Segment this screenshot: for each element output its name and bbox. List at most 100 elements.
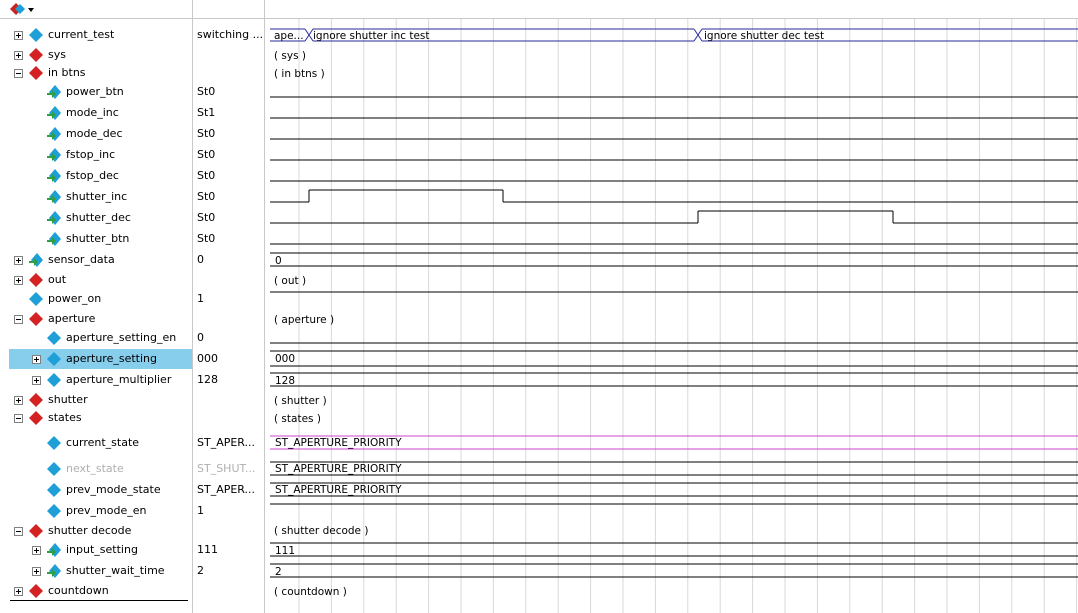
signal-value: 1 bbox=[197, 504, 204, 517]
signal-row-shutter_wait_time[interactable]: shutter_wait_time 2 bbox=[0, 561, 264, 581]
signal-icon bbox=[28, 291, 44, 307]
signal-row-mode_inc[interactable]: mode_inc St1 bbox=[0, 103, 264, 123]
signal-value: ST_SHUT... bbox=[197, 462, 256, 475]
signal-value: 000 bbox=[197, 352, 218, 365]
wave-label: ( sys ) bbox=[274, 50, 306, 62]
wave-label: 000 bbox=[275, 353, 295, 365]
signal-name: countdown bbox=[48, 584, 109, 597]
collapse-icon[interactable] bbox=[14, 414, 23, 423]
signal-value: St1 bbox=[197, 106, 216, 119]
module-icon bbox=[28, 65, 44, 81]
input-signal-icon bbox=[28, 252, 44, 268]
collapse-icon[interactable] bbox=[14, 527, 23, 536]
signal-name: power_on bbox=[48, 292, 102, 305]
signal-name: shutter_dec bbox=[66, 211, 131, 224]
module-icon bbox=[28, 583, 44, 599]
name-value-divider[interactable] bbox=[192, 0, 193, 613]
signal-name: aperture_multiplier bbox=[66, 373, 172, 386]
wave-label: ( shutter decode ) bbox=[274, 525, 368, 537]
module-icon bbox=[28, 410, 44, 426]
expand-icon[interactable] bbox=[14, 276, 23, 285]
signal-row-sys[interactable]: sys bbox=[0, 45, 264, 65]
collapse-icon[interactable] bbox=[14, 315, 23, 324]
collapse-icon[interactable] bbox=[14, 69, 23, 78]
expand-icon[interactable] bbox=[14, 256, 23, 265]
expand-icon[interactable] bbox=[14, 396, 23, 405]
signal-row-shutter_dec[interactable]: shutter_dec St0 bbox=[0, 208, 264, 228]
signal-value: St0 bbox=[197, 211, 216, 224]
signal-row-in-btns[interactable]: in btns bbox=[0, 63, 264, 83]
wave-label: ( countdown ) bbox=[274, 586, 347, 598]
signal-name: prev_mode_state bbox=[66, 483, 161, 496]
signal-row-input_setting[interactable]: input_setting 111 bbox=[0, 540, 264, 560]
signal-icon bbox=[46, 435, 62, 451]
module-icon bbox=[28, 47, 44, 63]
signal-menu-icon[interactable] bbox=[8, 2, 36, 16]
signal-name: prev_mode_en bbox=[66, 504, 147, 517]
signal-row-states[interactable]: states bbox=[0, 408, 264, 428]
signal-row-shutter_btn[interactable]: shutter_btn St0 bbox=[0, 229, 264, 249]
signal-name: mode_inc bbox=[66, 106, 119, 119]
wave-label: ( out ) bbox=[274, 275, 306, 287]
signal-value: St0 bbox=[197, 232, 216, 245]
wave-label: ( states ) bbox=[274, 413, 321, 425]
signal-row-fstop_inc[interactable]: fstop_inc St0 bbox=[0, 145, 264, 165]
signal-row-prev_mode_en[interactable]: prev_mode_en 1 bbox=[0, 501, 264, 521]
signal-name: shutter_btn bbox=[66, 232, 130, 245]
signal-name: fstop_inc bbox=[66, 148, 116, 161]
bus-trans bbox=[304, 28, 310, 36]
bus-trans bbox=[697, 34, 703, 42]
signal-icon bbox=[46, 482, 62, 498]
expand-icon[interactable] bbox=[32, 546, 41, 555]
signal-value: 0 bbox=[197, 253, 204, 266]
signal-name: shutter decode bbox=[48, 524, 132, 537]
bus-trans bbox=[308, 28, 314, 36]
signal-row-shutter[interactable]: shutter bbox=[0, 390, 264, 410]
signal-row-out[interactable]: out bbox=[0, 270, 264, 290]
signal-row-shutter-decode[interactable]: shutter decode bbox=[0, 521, 264, 541]
signal-icon bbox=[46, 503, 62, 519]
wave-label: ape... bbox=[274, 30, 304, 42]
expand-icon[interactable] bbox=[32, 355, 41, 364]
wave-label: ST_APERTURE_PRIORITY bbox=[275, 463, 402, 475]
signal-value: 111 bbox=[197, 543, 218, 556]
expand-icon[interactable] bbox=[14, 31, 23, 40]
expand-icon[interactable] bbox=[14, 51, 23, 60]
input-signal-icon bbox=[46, 105, 62, 121]
value-wave-divider[interactable] bbox=[264, 0, 265, 613]
bus-trans bbox=[693, 28, 699, 36]
module-icon bbox=[28, 311, 44, 327]
wave-label: ( shutter ) bbox=[274, 395, 327, 407]
input-signal-icon bbox=[46, 189, 62, 205]
bus-trans bbox=[697, 28, 703, 36]
toolbar bbox=[0, 0, 1078, 19]
input-signal-icon bbox=[46, 126, 62, 142]
signal-value: 2 bbox=[197, 564, 204, 577]
expand-icon[interactable] bbox=[14, 587, 23, 596]
wave-label: ignore shutter inc test bbox=[313, 30, 430, 42]
expand-icon[interactable] bbox=[32, 376, 41, 385]
expand-icon[interactable] bbox=[32, 567, 41, 576]
signal-name: shutter_wait_time bbox=[66, 564, 165, 577]
signal-value: St0 bbox=[197, 148, 216, 161]
signal-row-aperture[interactable]: aperture bbox=[0, 309, 264, 329]
signal-row-countdown[interactable]: countdown bbox=[0, 581, 264, 601]
signal-name: sensor_data bbox=[48, 253, 115, 266]
bus-trans bbox=[693, 34, 699, 42]
signal-name: input_setting bbox=[66, 543, 138, 556]
tree-bottom-line bbox=[10, 600, 188, 601]
signal-row-sensor_data[interactable]: sensor_data 0 bbox=[0, 250, 264, 270]
